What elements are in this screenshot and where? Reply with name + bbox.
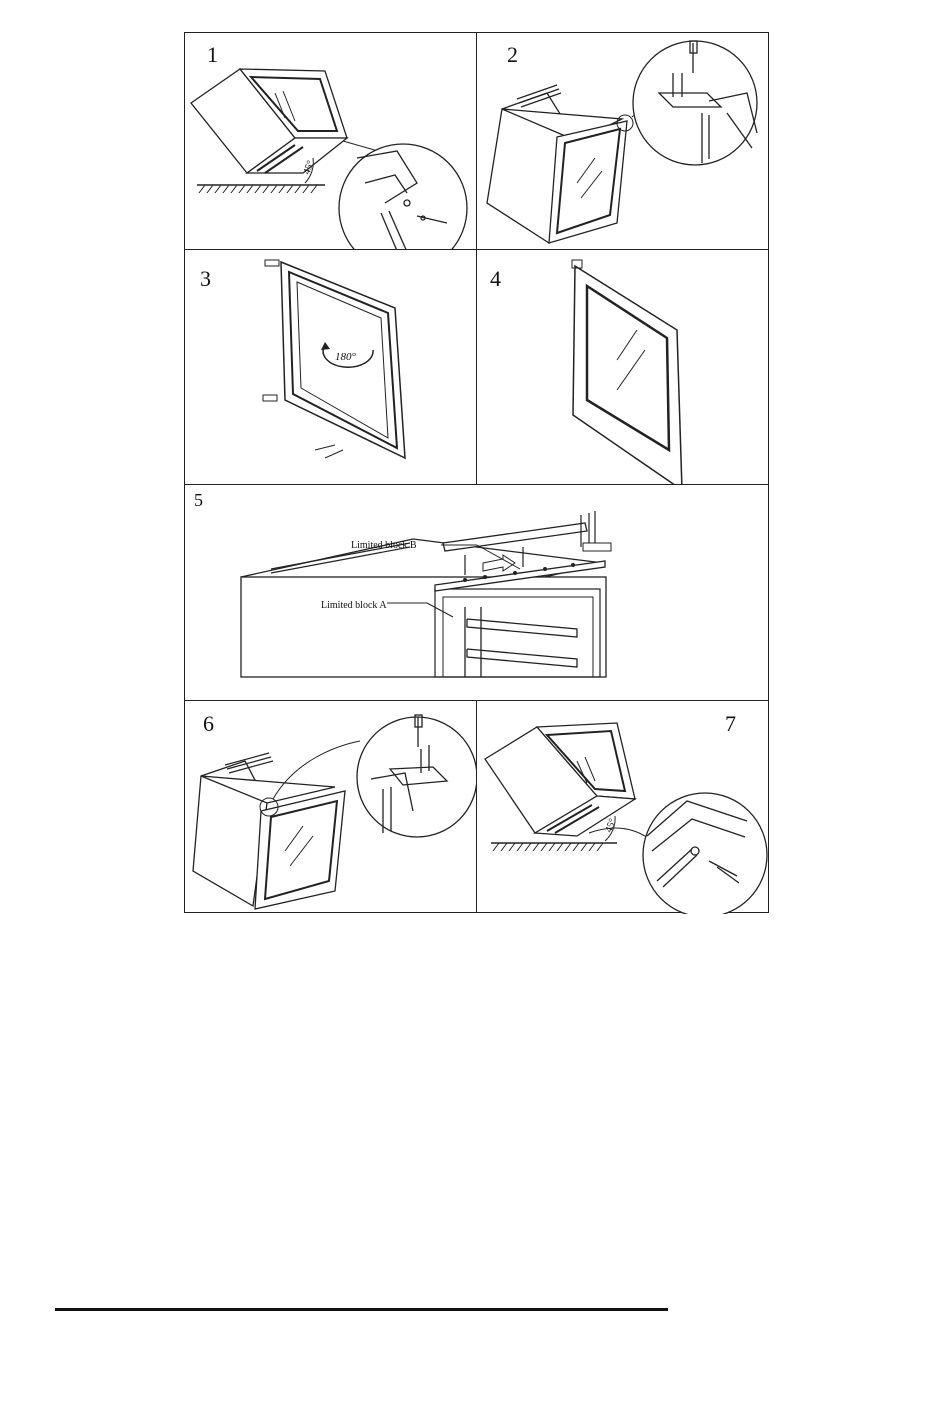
angle-label: 45° (603, 817, 618, 834)
step-3-panel: 3 180° (185, 250, 476, 484)
step-2-panel: 2 (477, 33, 770, 249)
step-3-illustration: 180° (185, 250, 476, 484)
step-5-panel: 5 (185, 485, 770, 700)
limited-block-a-label: Limited block A (321, 600, 387, 611)
step-1-panel: 1 45° (185, 33, 476, 249)
instruction-figure-grid: 1 45° (184, 32, 769, 913)
step-7-illustration: 45° (477, 701, 770, 914)
rotation-label: 180° (335, 351, 357, 363)
limited-block-b-label: Limited block B (351, 540, 417, 551)
step-5-illustration: Limited block B Limited block A (185, 485, 770, 700)
step-6-panel: 6 (185, 701, 476, 914)
step-4-illustration (477, 250, 770, 484)
step-2-illustration (477, 33, 770, 249)
step-7-panel: 7 45° (477, 701, 770, 914)
step-4-panel: 4 (477, 250, 770, 484)
footer-rule (55, 1308, 668, 1311)
step-6-illustration (185, 701, 476, 914)
step-1-illustration: 45° (185, 33, 476, 249)
